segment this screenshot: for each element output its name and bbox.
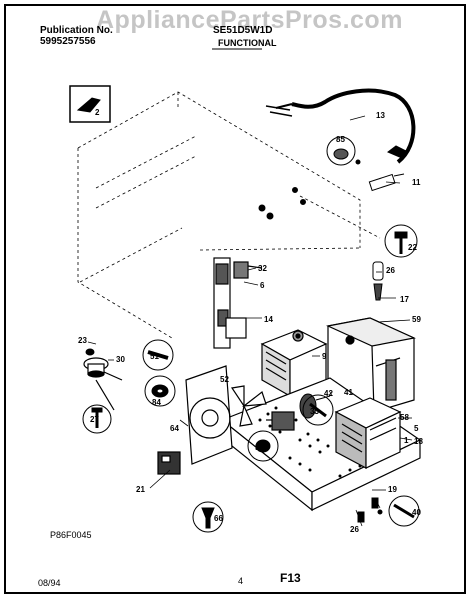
callout-5: 5 [414,424,419,433]
power-cord [265,88,416,164]
page-border [4,4,466,594]
callout-41: 41 [344,388,353,397]
callout-19: 19 [388,485,397,494]
interlock-bracket [213,257,263,349]
callout-32b: 32 [255,443,264,452]
callout-22: 22 [408,243,417,252]
callout-bubble-32 [247,430,279,462]
callout-21: 21 [136,485,145,494]
callout-1: 1 [404,436,409,445]
drawing-code: P86F0045 [50,530,92,540]
callout-42: 42 [324,389,333,398]
callout-bubble-66 [192,501,224,533]
thermal-fuse [355,159,405,192]
callout-13: 13 [376,111,385,120]
callout-33: 33 [310,407,319,416]
callout-bubble-27 [82,404,112,434]
callout-26a: 26 [386,266,395,275]
callout-85: 85 [336,135,345,144]
callout-27: 27 [90,415,99,424]
callout-labels: 2 13 85 11 22 26 17 59 32 6 14 9 23 30 5… [78,108,423,534]
callout-9: 9 [322,352,327,361]
callout-64: 64 [170,424,179,433]
motor-bracket [157,451,181,475]
callout-bubble-85 [326,136,356,166]
watermark: AppliancePartsPros.com [96,6,403,34]
publication-number: 5995257556 [40,36,96,47]
callout-40: 40 [412,508,421,517]
callout-bubble-40 [388,495,420,527]
page-number: 4 [238,576,244,586]
publication-date: 08/94 [38,578,61,588]
fan-assembly [185,365,295,465]
leader-lines [87,115,413,527]
figure-id: F13 [280,571,301,585]
callout-59: 59 [412,315,421,324]
callout-bubble-33 [302,394,334,426]
section-title: FUNCTIONAL [218,38,277,48]
callout-32a: 32 [258,264,267,273]
transformer [334,397,402,469]
callout-bubble-22 [384,224,418,258]
callout-51: 51 [150,352,159,361]
callout-6: 6 [260,281,265,290]
cabinet-outline [77,91,381,339]
thermostat-sensor [83,357,123,411]
callout-bubble-51 [142,339,174,371]
callout-66: 66 [214,514,223,523]
callout-2: 2 [95,108,100,117]
callout-bubble-84 [144,375,176,407]
model-number: SE51D5W1D [213,25,273,36]
callout-52: 52 [220,375,229,384]
callout-84: 84 [152,398,161,407]
air-duct [326,317,416,413]
callout-14: 14 [264,315,273,324]
publication-label: Publication No. [40,25,113,36]
callout-26b: 26 [350,525,359,534]
callout-11: 11 [412,178,421,187]
callout-17: 17 [400,295,409,304]
callout-30: 30 [116,355,125,364]
icon-box-part-2 [69,85,111,123]
capacitor [299,393,331,419]
callout-18: 18 [414,437,423,446]
callout-58: 58 [400,413,409,422]
callout-23: 23 [78,336,87,345]
terminal-clips [357,497,383,523]
fuse-holder [372,261,384,301]
